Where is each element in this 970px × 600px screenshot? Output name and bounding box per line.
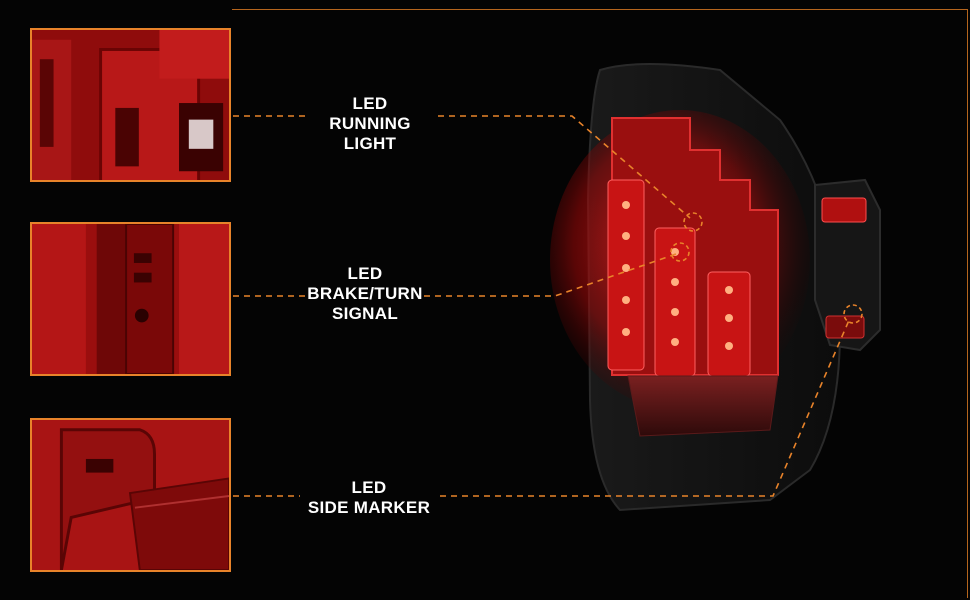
label-line: SIGNAL xyxy=(331,304,399,323)
label-line: BRAKE/TURN xyxy=(307,284,423,303)
orange-corner-frame xyxy=(232,9,968,598)
callout-circle-running xyxy=(683,212,703,232)
led-bars xyxy=(607,179,751,377)
callout-circle-brake xyxy=(670,242,690,262)
label-line: SIDE MARKER xyxy=(307,498,431,517)
label-brake-turn-signal: LED BRAKE/TURN SIGNAL xyxy=(300,264,430,324)
label-line: LED xyxy=(351,478,387,497)
label-running-light: LED RUNNING LIGHT xyxy=(305,94,435,154)
label-side-marker: LED SIDE MARKER xyxy=(298,478,440,518)
callout-line-running xyxy=(438,115,691,219)
label-line: RUNNING xyxy=(329,114,411,133)
label-line: LED xyxy=(347,264,383,283)
label-line: LED xyxy=(352,94,388,113)
callout-circle-marker xyxy=(843,304,863,324)
callout-line-marker xyxy=(440,317,851,497)
thumbnail-side-marker xyxy=(30,418,231,572)
thumbnail-running-light xyxy=(30,28,231,182)
label-line: LIGHT xyxy=(343,134,397,153)
thumbnail-brake-turn xyxy=(30,222,231,376)
